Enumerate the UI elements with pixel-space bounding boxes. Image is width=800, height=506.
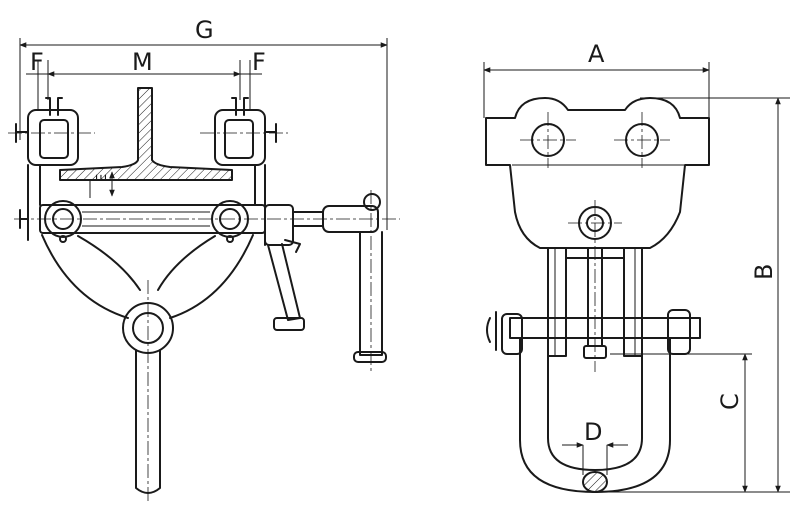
dimension-g: G xyxy=(19,16,388,230)
lower-yoke xyxy=(41,234,254,319)
label-e: E xyxy=(95,174,110,182)
label-f-left: F xyxy=(30,48,44,76)
lifting-eye xyxy=(122,280,174,502)
left-wheel-block xyxy=(8,97,95,166)
label-b: B xyxy=(750,264,778,280)
trolley-body xyxy=(485,97,710,249)
front-view: G F M F E xyxy=(8,16,400,502)
hanger-bars xyxy=(547,200,643,372)
label-c: C xyxy=(716,393,744,410)
shackle xyxy=(486,309,701,493)
right-wheel-block xyxy=(200,97,288,166)
label-f-right: F xyxy=(252,48,266,76)
dimension-f-m-f: F M F xyxy=(26,48,266,110)
dimension-e: E xyxy=(89,171,115,198)
beam-section xyxy=(59,87,233,181)
dimension-b: B xyxy=(600,97,790,493)
dimension-a: A xyxy=(483,40,710,118)
side-view: A B C xyxy=(483,40,790,493)
locking-lever xyxy=(267,239,305,331)
dimension-c: C xyxy=(610,353,752,493)
clamp-spindle xyxy=(264,190,387,372)
label-a: A xyxy=(588,40,605,68)
dimension-d: D xyxy=(562,418,628,475)
cross-axle xyxy=(14,204,400,234)
label-m: M xyxy=(132,48,153,76)
label-g: G xyxy=(195,16,214,44)
left-pivot xyxy=(44,200,82,243)
label-d: D xyxy=(584,418,602,446)
right-pivot xyxy=(211,200,249,243)
